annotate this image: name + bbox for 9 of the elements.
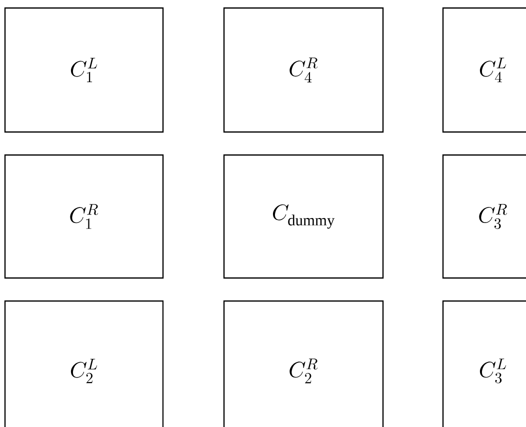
- label-box: $C_{4}^{R}$: [223, 7, 384, 133]
- label-box: $C_{2}^{R}$: [223, 300, 384, 427]
- label-box: $C_{1}^{R}$: [4, 154, 164, 279]
- label-box: $C_{3}^{L}$: [442, 300, 526, 427]
- label-box: $C_{3}^{R}$: [442, 154, 526, 279]
- label-box: $C_{2}^{L}$: [4, 300, 164, 427]
- label-box: $C_{4}^{L}$: [442, 7, 526, 133]
- label-box: $C_{1}^{L}$: [4, 7, 164, 133]
- label-box: $C_{\mathrm{dummy}}$: [223, 154, 384, 279]
